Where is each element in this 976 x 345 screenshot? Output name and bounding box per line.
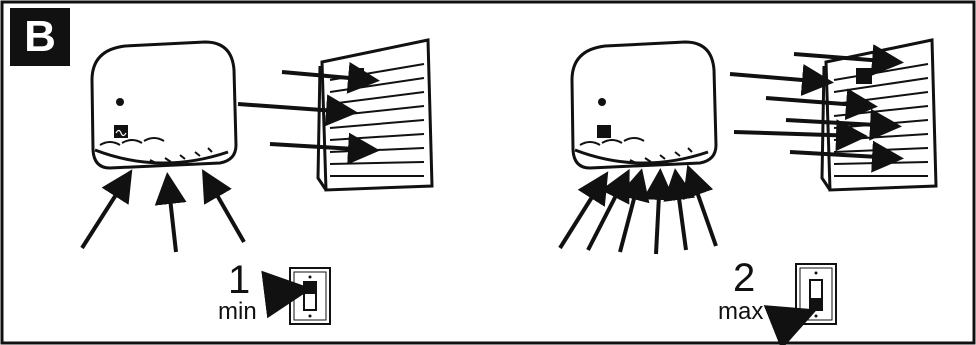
indicator-dot	[116, 98, 124, 106]
fan-unit-left	[92, 42, 236, 168]
step-label-max: max	[718, 300, 763, 324]
grille-logo-icon	[856, 68, 872, 84]
cv-logo-icon	[597, 125, 611, 138]
indicator-dot	[598, 98, 606, 106]
press-arrow-min	[268, 290, 300, 294]
fan-unit-right	[572, 42, 716, 168]
cv-logo-icon	[114, 125, 128, 138]
step-label-min: min	[218, 300, 257, 324]
wall-grille-left	[318, 40, 432, 190]
step-number-max: 2	[733, 258, 755, 298]
step-number-min: 1	[228, 260, 250, 300]
panel-label: B	[10, 8, 70, 66]
wall-switch-icon	[290, 268, 330, 324]
